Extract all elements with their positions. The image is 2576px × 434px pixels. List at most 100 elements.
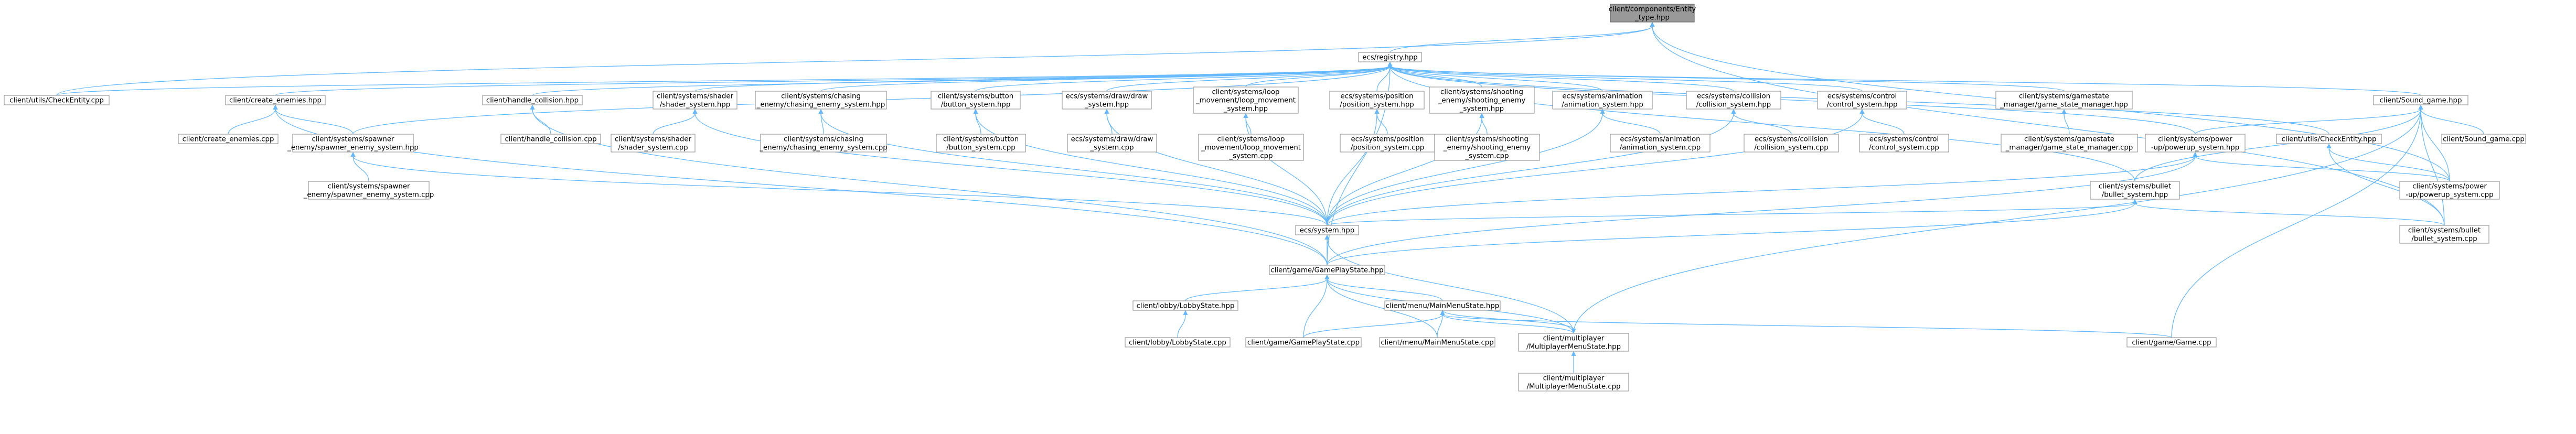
node-lobby-hpp[interactable]: client/lobby/LobbyState.hpp [1132, 300, 1238, 311]
edge-collision_cpp-to-collision_hpp [1731, 108, 1792, 135]
node-gamestate-hpp[interactable]: client/systems/gamestate_manager/game_st… [1995, 91, 2133, 110]
node-create-hpp[interactable]: client/create_enemies.hpp [225, 95, 326, 105]
node-gameplay-hpp[interactable]: client/game/GamePlayState.hpp [1269, 265, 1385, 275]
edge-gamestate_cpp-to-gamestate_hpp [2061, 108, 2070, 135]
edge-spawner_hpp-to-create_hpp [273, 104, 354, 135]
node-shooting-cpp[interactable]: client/systems/shooting_enemy/shooting_e… [1434, 134, 1540, 161]
node-label-line: _movement/loop_movement [1195, 97, 1296, 105]
node-bullet-cpp[interactable]: client/systems/bullet/bullet_system.cpp [2399, 225, 2489, 244]
node-draw-hpp[interactable]: ecs/systems/draw/draw_system.hpp [1062, 91, 1152, 110]
node-label-line: client/multiplayer [1543, 335, 1605, 343]
node-label-line: /bullet_system.cpp [2411, 235, 2477, 243]
edge-system-to-shader_hpp [692, 108, 1328, 226]
node-chasing-hpp[interactable]: client/systems/chasing_enemy/chasing_ene… [755, 91, 887, 110]
node-label-line: client/systems/button [943, 136, 1019, 144]
node-create-cpp[interactable]: client/create_enemies.cpp [178, 134, 279, 144]
node-mainmenu-cpp[interactable]: client/menu/MainMenuState.cpp [1379, 337, 1495, 348]
edge-multi_hpp-to-sound_hpp [1573, 104, 2423, 334]
node-shooting-hpp[interactable]: client/systems/shooting_enemy/shooting_e… [1429, 86, 1535, 114]
edge-multi_hpp-to-system [1324, 234, 1574, 334]
node-label-line: client/systems/power [2158, 136, 2232, 144]
node-bullet-hpp[interactable]: client/systems/bullet/bullet_system.hpp [2090, 181, 2180, 200]
edge-system-to-loop_hpp [1243, 113, 1328, 226]
node-button-hpp[interactable]: client/systems/button/button_system.hpp [931, 91, 1021, 110]
node-box [1269, 265, 1385, 275]
node-sound-hpp[interactable]: client/Sound_game.hpp [2373, 95, 2468, 105]
edge-position_cpp-to-position_hpp [1374, 108, 1388, 135]
node-loop-cpp[interactable]: client/systems/loop_movement/loop_moveme… [1198, 134, 1304, 161]
node-box [1198, 134, 1304, 161]
node-gamestate-cpp[interactable]: client/systems/gamestate_manager/game_st… [2001, 134, 2138, 153]
node-collision-cpp[interactable]: ecs/systems/collision/collision_system.c… [1744, 134, 1839, 153]
node-sound-cpp[interactable]: client/Sound_game.cpp [2441, 134, 2526, 144]
node-handle-cpp[interactable]: client/handle_collision.cpp [500, 134, 601, 144]
node-control-hpp[interactable]: ecs/systems/control/control_system.hpp [1817, 91, 1907, 110]
node-box [1193, 86, 1299, 114]
node-mainmenu-hpp[interactable]: client/menu/MainMenuState.hpp [1384, 300, 1501, 311]
node-power-cpp[interactable]: client/systems/power-up/powerup_system.c… [2399, 181, 2500, 200]
node-loop-hpp[interactable]: client/systems/loop_movement/loop_moveme… [1193, 86, 1299, 114]
node-box [1125, 337, 1231, 348]
node-root[interactable]: client/components/Entity_type.hpp [1609, 4, 1696, 23]
node-game-cpp[interactable]: client/game/Game.cpp [2126, 337, 2217, 348]
node-power-hpp[interactable]: client/systems/power-up/powerup_system.h… [2145, 134, 2246, 153]
node-registry[interactable]: ecs/registry.hpp [1358, 52, 1422, 62]
node-position-hpp[interactable]: ecs/systems/position/position_system.hpp [1329, 91, 1425, 110]
edge-system-to-draw_hpp [1104, 108, 1328, 226]
node-box [500, 134, 601, 144]
node-label-line: /position_system.hpp [1340, 101, 1414, 109]
edge-bullet_hpp-to-sound_hpp [2134, 104, 2423, 182]
node-spawner-hpp[interactable]: client/systems/spawner_enemy/spawner_ene… [287, 134, 419, 153]
node-gameplay-cpp[interactable]: client/game/GamePlayState.cpp [1245, 337, 1362, 348]
node-handle-hpp[interactable]: client/handle_collision.hpp [482, 95, 583, 105]
edge-shooting_cpp-to-shooting_hpp [1479, 113, 1488, 135]
edge-mainmenu_hpp-to-multi_hpp [1442, 310, 1576, 334]
node-collision-hpp[interactable]: ecs/systems/collision/collision_system.h… [1686, 91, 1781, 110]
edge-bullet_cpp-to-sound_hpp [2418, 104, 2445, 226]
node-position-cpp[interactable]: ecs/systems/position/position_system.cpp [1340, 134, 1435, 153]
edge-spawner_cpp-to-spawner_hpp [350, 151, 369, 182]
node-multi-cpp[interactable]: client/multiplayer/MultiplayerMenuState.… [1518, 373, 1629, 392]
node-utils-cpp[interactable]: client/utils/CheckEntity.cpp [4, 95, 110, 105]
node-spawner-cpp[interactable]: client/systems/spawner_enemy/spawner_ene… [303, 181, 434, 200]
node-button-cpp[interactable]: client/systems/button/button_system.cpp [936, 134, 1026, 153]
node-box [225, 95, 326, 105]
node-label-line: /control_system.cpp [1869, 144, 1939, 152]
node-label-line: _type.hpp [1634, 14, 1670, 22]
node-box [653, 91, 737, 110]
node-box [1295, 225, 1359, 235]
node-shader-hpp[interactable]: client/systems/shader/shader_system.hpp [653, 91, 737, 110]
node-system[interactable]: ecs/system.hpp [1295, 225, 1359, 235]
node-label-line: ecs/systems/draw/draw [1071, 136, 1153, 144]
node-label-line: _enemy/shooting_enemy [1443, 144, 1531, 152]
edge-power_cpp-to-utils_hpp [2326, 143, 2450, 182]
node-utils-hpp[interactable]: client/utils/CheckEntity.hpp [2276, 134, 2382, 144]
node-label-line: /collision_system.cpp [1754, 144, 1828, 152]
edge-multi_hpp-to-mainmenu_hpp [1440, 310, 1574, 334]
node-draw-cpp[interactable]: ecs/systems/draw/draw_system.cpp [1067, 134, 1157, 153]
node-label-line: /position_system.cpp [1351, 144, 1424, 152]
node-label-line: /animation_system.hpp [1562, 101, 1643, 109]
node-anim-hpp[interactable]: ecs/systems/animation/animation_system.h… [1552, 91, 1653, 110]
node-label-line: ecs/systems/position [1351, 136, 1424, 144]
node-label-line: client/systems/gamestate [2024, 136, 2114, 144]
edge-control_cpp-to-control_hpp [1859, 108, 1905, 135]
node-label-line: client/systems/bullet [2099, 183, 2171, 191]
edge-button_hpp-to-registry [975, 61, 1393, 92]
node-anim-cpp[interactable]: ecs/systems/animation/animation_system.c… [1610, 134, 1711, 153]
node-label-line: client/create_enemies.hpp [229, 97, 322, 105]
node-chasing-cpp[interactable]: client/systems/chasing_enemy/chasing_ene… [759, 134, 888, 153]
node-box [1518, 373, 1629, 392]
edge-shooting_hpp-to-registry [1387, 61, 1482, 88]
node-box [4, 95, 110, 105]
node-lobby-cpp[interactable]: client/lobby/LobbyState.cpp [1125, 337, 1231, 348]
edge-system-to-button_hpp [973, 108, 1328, 226]
node-shader-cpp[interactable]: client/systems/shader/shader_system.cpp [611, 134, 696, 153]
node-label-line: client/systems/spawner [312, 136, 394, 144]
node-box [1744, 134, 1839, 153]
node-multi-hpp[interactable]: client/multiplayer/MultiplayerMenuState.… [1518, 333, 1629, 352]
node-control-cpp[interactable]: ecs/systems/control/control_system.cpp [1859, 134, 1949, 153]
node-label-line: /button_system.hpp [941, 101, 1011, 109]
node-box [931, 91, 1021, 110]
